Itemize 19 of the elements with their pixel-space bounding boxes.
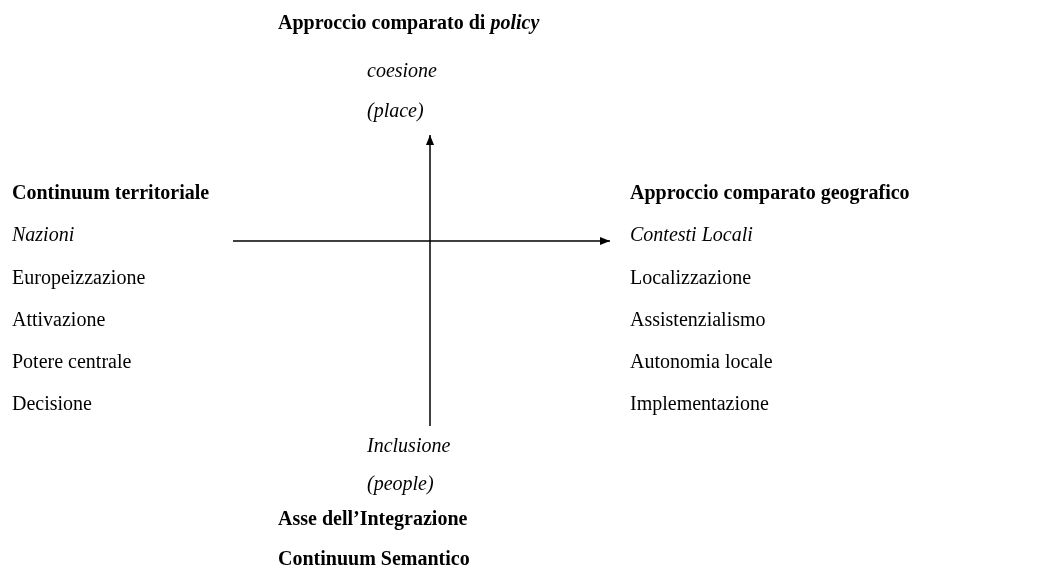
list-item: Decisione	[12, 391, 92, 415]
axis-end-label: Inclusione (people)	[367, 426, 457, 502]
axis-arrow	[426, 134, 434, 427]
axis-arrow	[232, 237, 611, 245]
list-item: Implementazione	[630, 391, 769, 415]
axis-title: Approccio comparato geografico	[630, 180, 910, 204]
list-item: Attivazione	[12, 307, 106, 331]
list-item: Assistenzialismo	[630, 307, 766, 331]
axis-title: Asse dell’Integrazione	[278, 506, 468, 530]
axis-end-label: coesione (place)	[367, 50, 457, 130]
list-item: Autonomia locale	[630, 349, 773, 373]
list-item: Potere centrale	[12, 349, 132, 373]
list-item: Localizzazione	[630, 265, 752, 289]
axis-end-label: Contesti Locali	[630, 222, 753, 246]
axis-end-label: Nazioni	[12, 222, 75, 246]
axis-title: Continuum Semantico	[278, 546, 470, 570]
list-item: Europeizzazione	[12, 265, 146, 289]
axis-title: Approccio comparato di policy	[278, 10, 540, 34]
axis-title: Continuum territoriale	[12, 180, 210, 204]
